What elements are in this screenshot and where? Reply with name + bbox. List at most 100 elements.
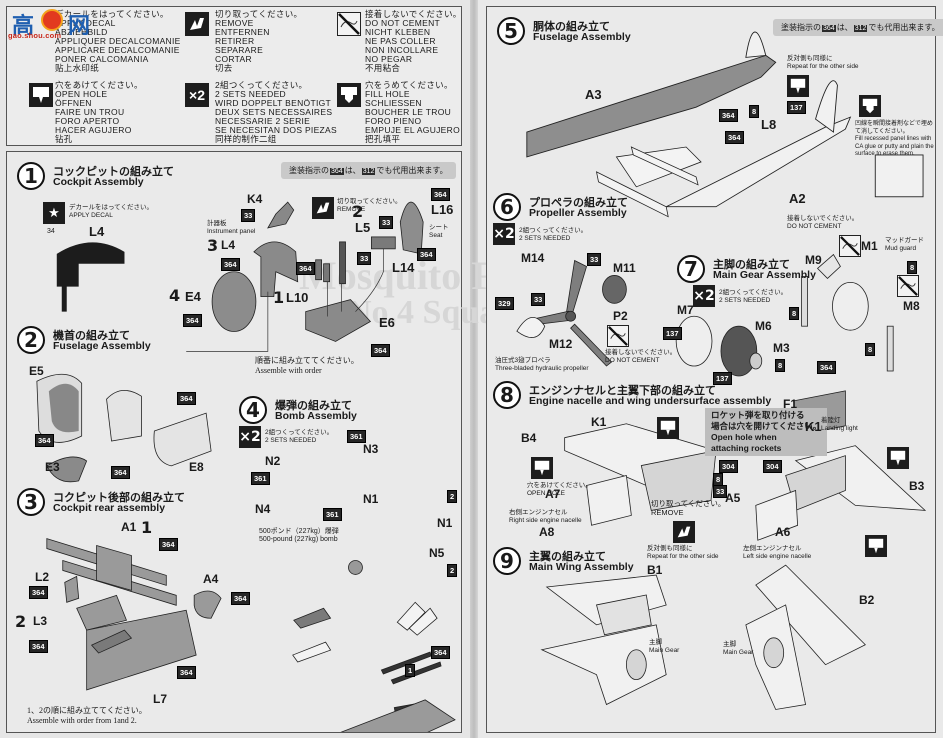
part-label: A5 bbox=[725, 491, 741, 505]
legend-line: ABZIEHBILD bbox=[55, 27, 108, 37]
open-hole-note: 穴をあけてください。 OPEN HOLE bbox=[527, 482, 592, 498]
paint-code: 361 bbox=[347, 430, 366, 443]
part-label: M9 bbox=[805, 253, 822, 267]
legend-line: FORO APERTO bbox=[55, 116, 120, 126]
legend-line: ENTFERNEN bbox=[215, 27, 270, 37]
legend-line: 钻孔 bbox=[55, 134, 73, 144]
paint-code: 2 bbox=[447, 564, 458, 577]
part-label: M6 bbox=[755, 319, 772, 333]
part-label: A4 bbox=[203, 572, 219, 586]
legend-text: 穴をあけてください。 OPEN HOLE ÖFFNEN FAIRE UN TRO… bbox=[55, 81, 143, 144]
part-label: N4 bbox=[255, 502, 271, 516]
watermark-char: 网 bbox=[68, 14, 91, 39]
drill-hole-icon bbox=[531, 457, 553, 479]
fill-hole-icon bbox=[859, 95, 881, 117]
paint-code: 364 bbox=[330, 168, 344, 175]
no-cement-icon bbox=[607, 325, 629, 347]
note-en: APPLY DECAL bbox=[69, 212, 113, 219]
step-number: 6 bbox=[493, 193, 521, 221]
note-en: Left side engine nacelle bbox=[743, 553, 812, 560]
page-gutter bbox=[470, 0, 478, 738]
seat-label: シート Seat bbox=[429, 224, 449, 240]
note-en: Instrument panel bbox=[207, 228, 256, 235]
part-label: L8 bbox=[761, 117, 777, 132]
note-jp: シート bbox=[429, 224, 449, 231]
legend-line: RETIRER bbox=[215, 36, 255, 46]
thumbs-up-logo-icon bbox=[41, 9, 63, 31]
step-title-jp: 主翼の組み立て bbox=[529, 551, 606, 563]
legend-text: デカールをはってください。 APPLY DECAL ABZIEHBILD APP… bbox=[55, 10, 181, 73]
knife-cut-icon bbox=[312, 197, 334, 219]
note-jp: 2組つくってください。 bbox=[519, 227, 588, 234]
drill-hole-icon bbox=[29, 83, 53, 107]
step-title-en: Engine nacelle and wing undersurface ass… bbox=[529, 395, 772, 407]
legend-line: 接着しないでください。 bbox=[365, 9, 462, 19]
paint-code: 361 bbox=[323, 508, 342, 521]
legend-line: SCHLIESSEN bbox=[365, 98, 422, 108]
part-label: A1 bbox=[121, 520, 137, 534]
instrument-decal-drawing bbox=[56, 242, 125, 312]
step-title-en: Main Wing Assembly bbox=[529, 561, 634, 573]
steps-1-4-panel: Mosquito FB Mk.VI No.4 Squadron bbox=[6, 151, 647, 733]
paint-code: 364 bbox=[431, 188, 450, 201]
x2-icon: ×2 bbox=[493, 223, 515, 245]
part-label: E8 bbox=[189, 460, 204, 474]
part-label: M14 bbox=[521, 251, 545, 265]
note-jp: 右側エンジンナセル bbox=[509, 509, 568, 516]
assembly-order: 2 bbox=[352, 202, 364, 221]
note-en: Mud guard bbox=[885, 245, 917, 252]
part-label: K4 bbox=[247, 192, 263, 206]
no-cement-icon bbox=[337, 12, 361, 36]
legend-line: CORTAR bbox=[215, 54, 252, 64]
note-en: attaching rockets bbox=[711, 443, 782, 453]
legend-line: 切去 bbox=[215, 63, 233, 73]
do-not-cement-note: 接着しないでください。 DO NOT CEMENT bbox=[605, 349, 676, 365]
landing-light-label: 着陸灯 Landing light bbox=[821, 417, 858, 433]
note-en: 2 SETS NEEDED bbox=[265, 437, 317, 444]
watermark-url: gao.shou.com bbox=[8, 31, 62, 40]
part-label: M1 bbox=[861, 239, 878, 253]
legend-line: BOUCHER LE TROU bbox=[365, 107, 452, 117]
step-title-en: Fuselage Assembly bbox=[533, 31, 631, 43]
step-number: 7 bbox=[677, 255, 705, 283]
legend-text: 2組つくってください。 2 SETS NEEDED WIRD DOPPELT B… bbox=[215, 81, 337, 144]
paint-code: 364 bbox=[296, 262, 315, 275]
legend-line: 2 SETS NEEDED bbox=[215, 89, 286, 99]
note-en: Fill recessed panel lines with CA glue o… bbox=[855, 136, 934, 157]
paint-code: 137 bbox=[787, 101, 806, 114]
note-en: Landing light bbox=[821, 425, 858, 432]
part-label: M8 bbox=[903, 299, 920, 313]
right-nacelle-label: 右側エンジンナセル Right side engine nacelle bbox=[509, 509, 582, 525]
drill-hole-icon bbox=[865, 535, 887, 557]
legend-line: WIRD DOPPELT BENÖTIGT bbox=[215, 98, 332, 108]
note-jp: 反対側も同様に bbox=[647, 545, 693, 552]
step-number: 9 bbox=[493, 547, 521, 575]
note-jp: 500ポンド（227kg）爆弾 bbox=[259, 528, 339, 535]
part-label: L5 bbox=[355, 220, 371, 235]
legend-line: DEUX SETS NECESSAIRES bbox=[215, 107, 333, 117]
propeller-note: 油圧式3翅プロペラ Three-bladed hydraulic propell… bbox=[495, 357, 589, 373]
part-label: E5 bbox=[29, 364, 44, 378]
watermark-char: 高 bbox=[12, 14, 35, 39]
note-jp: 油圧式3翅プロペラ bbox=[495, 357, 551, 364]
mud-guard-label: マッドガード Mud guard bbox=[885, 237, 924, 253]
fill-hole-icon bbox=[337, 83, 361, 107]
part-label: F1 bbox=[783, 397, 798, 411]
part-label: L4 bbox=[221, 238, 236, 252]
note-jp: 計器板 bbox=[207, 220, 227, 227]
note-en: OPEN HOLE bbox=[527, 490, 565, 497]
note-text: 塗装指示の bbox=[781, 23, 821, 32]
part-label: E3 bbox=[45, 460, 60, 474]
paint-code: 364 bbox=[177, 392, 196, 405]
part-label: B2 bbox=[859, 593, 875, 607]
note-jp: 反対側も同様に bbox=[787, 55, 833, 62]
knife-cut-icon bbox=[185, 12, 209, 36]
legend-text: 穴をうめてください。 FILL HOLE SCHLIESSEN BOUCHER … bbox=[365, 81, 460, 144]
part-label: A3 bbox=[585, 87, 602, 102]
step-title-en: Fuselage Assembly bbox=[53, 340, 151, 352]
assembly-order: 1 bbox=[273, 288, 285, 307]
paint-code: 33 bbox=[379, 216, 394, 229]
step-number: 8 bbox=[493, 381, 521, 409]
step-title-jp: 機首の組み立て bbox=[53, 330, 130, 342]
legend-line: HACER AGUJERO bbox=[55, 125, 132, 135]
